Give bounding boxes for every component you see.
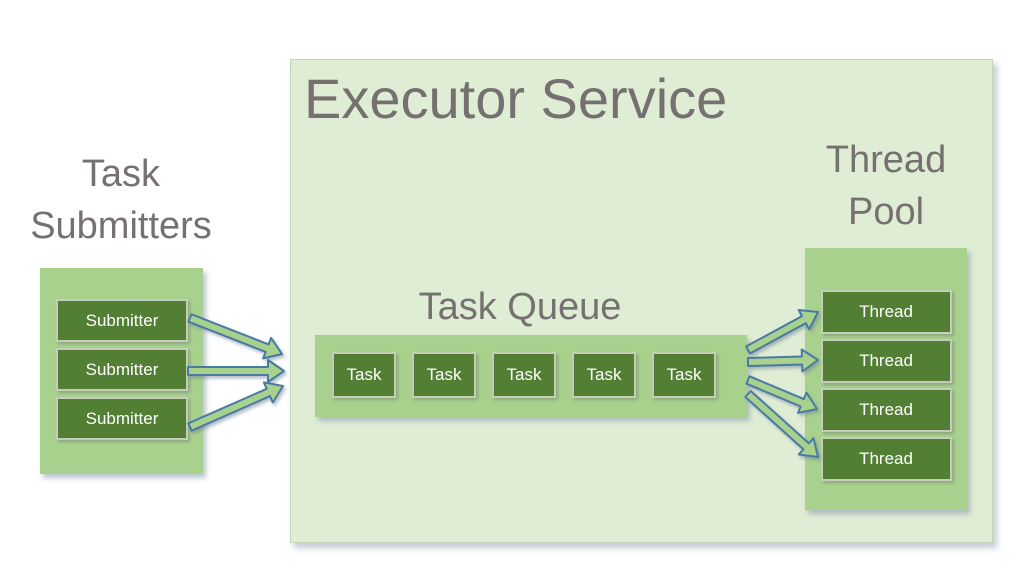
task-label: Task	[506, 365, 542, 384]
task-box: Task	[572, 352, 636, 398]
task-queue-container: Task Task Task Task Task	[315, 335, 747, 417]
task-label: Task	[346, 365, 382, 384]
task-box: Task	[652, 352, 716, 398]
thread-box: Thread	[820, 437, 952, 481]
thread-label: Thread	[859, 400, 913, 419]
task-label: Task	[426, 365, 462, 384]
submitter-label: Submitter	[85, 408, 159, 428]
thread-label: Thread	[859, 302, 913, 321]
submitter-box: Submitter	[56, 397, 188, 440]
submitter-box: Submitter	[56, 348, 188, 391]
thread-label: Thread	[859, 449, 913, 468]
thread-box: Thread	[820, 388, 952, 432]
thread-pool-label: Thread Pool	[825, 139, 947, 234]
task-queue-label: Task Queue	[418, 286, 622, 328]
task-submitters-container: Submitter Submitter Submitter	[40, 268, 203, 474]
thread-box: Thread	[820, 339, 952, 383]
task-submitters-label: Task Submitters	[30, 153, 212, 248]
executor-service-title: Executor Service	[304, 67, 728, 130]
task-box: Task	[492, 352, 556, 398]
submitter-box: Submitter	[56, 299, 188, 342]
task-label: Task	[666, 365, 702, 384]
thread-box: Thread	[820, 290, 952, 334]
thread-pool-container: Thread Thread Thread Thread	[805, 248, 967, 510]
thread-label: Thread	[859, 351, 913, 370]
task-box: Task	[412, 352, 476, 398]
submitter-label: Submitter	[85, 359, 159, 379]
submitter-label: Submitter	[85, 310, 159, 330]
task-box: Task	[332, 352, 396, 398]
task-label: Task	[586, 365, 622, 384]
